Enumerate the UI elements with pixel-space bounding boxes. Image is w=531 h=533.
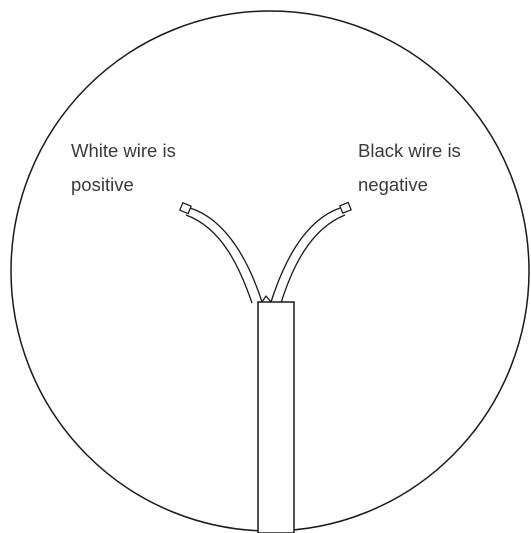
black-wire-inner-edge [281,215,345,303]
white-wire-label-line2: positive [71,174,134,195]
white-wire [180,203,262,303]
black-wire-label-line1: Black wire is [358,140,461,161]
black-wire [271,202,351,303]
white-wire-label-line1: White wire is [71,140,176,161]
black-wire-outer-edge [271,208,340,302]
black-wire-label-line2: negative [358,174,428,195]
wire-split-line [262,296,271,302]
black-wire-tip [340,202,351,213]
cable-jacket [258,302,294,533]
white-wire-tip [180,203,191,214]
white-wire-inner-edge [186,215,252,303]
